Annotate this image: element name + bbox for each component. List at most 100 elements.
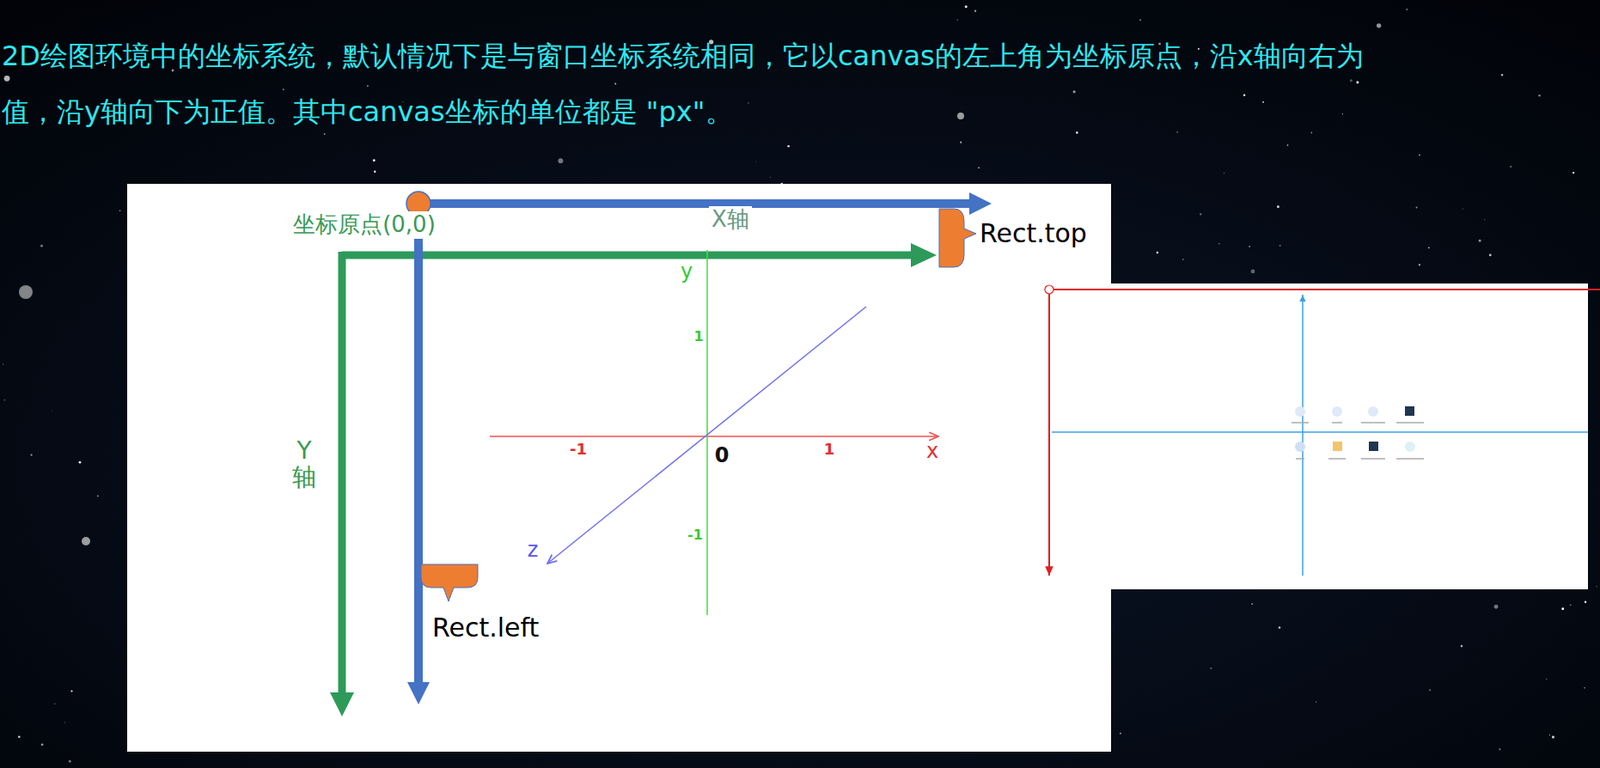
star	[1287, 144, 1289, 146]
star	[1119, 732, 1122, 735]
icon	[1331, 406, 1343, 417]
star	[18, 285, 33, 300]
icon	[1294, 441, 1306, 452]
screen-y-axis	[1048, 293, 1051, 576]
tick-label: 1	[824, 439, 836, 459]
star	[1355, 80, 1359, 84]
star	[1418, 263, 1421, 266]
star	[372, 158, 376, 162]
star	[1209, 667, 1212, 670]
star	[2, 363, 4, 365]
tick-label: -1	[569, 439, 587, 459]
star	[557, 158, 563, 164]
star	[957, 112, 965, 120]
star	[366, 85, 369, 87]
star	[1310, 132, 1313, 135]
star	[1218, 243, 1220, 245]
z-axis-3d	[547, 306, 867, 564]
callout-label: Rect.left	[429, 612, 542, 644]
star	[30, 453, 32, 456]
star	[1584, 600, 1587, 603]
star	[1462, 208, 1464, 210]
star	[1460, 645, 1464, 648]
star	[787, 145, 789, 147]
star	[1182, 258, 1184, 260]
star	[1243, 94, 1246, 97]
star	[81, 537, 91, 546]
star	[1583, 687, 1585, 689]
icon	[1404, 441, 1416, 452]
star	[323, 133, 326, 135]
star	[97, 494, 99, 497]
star	[1429, 689, 1431, 691]
blue-y-arrow	[414, 203, 423, 685]
star	[51, 410, 53, 412]
center-horizontal-line	[1051, 431, 1588, 434]
star	[1494, 604, 1499, 610]
star	[1156, 251, 1159, 254]
x-axis-3d	[489, 435, 939, 438]
green-x-arrow	[341, 251, 915, 260]
star	[1418, 154, 1420, 156]
star	[68, 760, 72, 764]
star	[964, 5, 968, 8]
star	[1251, 603, 1253, 605]
axis-label: Y轴	[292, 438, 317, 492]
star	[54, 702, 56, 705]
star	[18, 736, 20, 739]
intro-text: 2D绘图环境中的坐标系统，默认情况下是与窗口坐标系统相同，它以canvas的左上…	[1, 39, 1364, 73]
rect-top-bracket	[939, 208, 977, 268]
origin-label: 坐标原点(0,0)	[290, 211, 439, 239]
star	[1279, 244, 1282, 247]
star	[1551, 736, 1555, 739]
icon	[1367, 406, 1379, 417]
green-arrowhead	[910, 243, 937, 268]
star	[1569, 604, 1572, 606]
star	[1177, 131, 1179, 133]
star	[1501, 73, 1503, 76]
star	[119, 210, 121, 212]
star	[1549, 734, 1551, 736]
star	[1349, 79, 1353, 82]
star	[373, 170, 376, 173]
blue-x-arrow	[418, 199, 973, 208]
icon	[1368, 441, 1379, 452]
green-y-arrow	[338, 251, 347, 695]
figure-panel	[127, 183, 1112, 752]
icon	[1294, 406, 1306, 417]
star	[1223, 172, 1225, 174]
y-axis-3d	[706, 250, 709, 616]
star	[1595, 586, 1597, 587]
star	[956, 18, 959, 21]
star	[1498, 748, 1501, 751]
screen-origin	[1044, 285, 1054, 294]
star	[4, 75, 11, 82]
blue-arrowhead	[407, 682, 430, 705]
star	[1572, 171, 1575, 174]
icon	[1404, 406, 1415, 416]
tick-label: -1	[687, 526, 703, 544]
icon	[1332, 441, 1343, 452]
star	[614, 83, 617, 86]
star	[70, 690, 73, 692]
rect-left-bracket	[421, 564, 478, 602]
star	[1416, 207, 1418, 209]
star	[974, 9, 977, 12]
screenshot-panel	[1043, 283, 1588, 590]
star	[755, 161, 757, 163]
star	[1376, 23, 1381, 28]
star	[1489, 253, 1492, 257]
star	[40, 244, 43, 248]
star	[1428, 246, 1430, 249]
star	[1561, 607, 1564, 611]
star	[1509, 165, 1512, 168]
blue-arrowhead	[969, 192, 992, 215]
star	[977, 166, 980, 169]
star	[1276, 205, 1280, 208]
star	[1248, 245, 1251, 248]
star	[747, 102, 750, 104]
browser-icons	[1291, 406, 1424, 459]
star	[1478, 239, 1482, 243]
intro-text: 值，沿y轴向下为正值。其中canvas坐标的单位都是 "px"。	[1, 95, 733, 129]
